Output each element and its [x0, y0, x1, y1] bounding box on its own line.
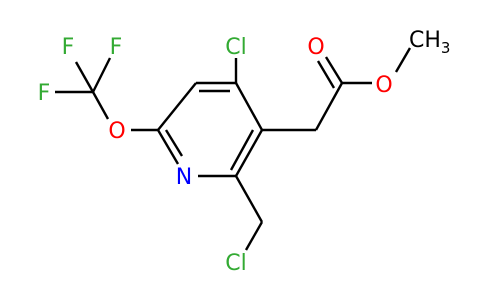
o-ester-label: O [375, 73, 392, 98]
o-carbonyl-label: O [307, 35, 324, 60]
bond-ch2-carbonyl [314, 82, 344, 131]
bond-c4-c3 [234, 82, 264, 131]
bond-c3-c2-inner [229, 129, 255, 171]
pyridine-ring [156, 81, 264, 178]
bond-cf3-f-topright [91, 57, 112, 93]
bond-c3-c2 [234, 129, 264, 177]
methyl-label: CH3 [409, 28, 450, 57]
f-left-label: F [38, 81, 51, 106]
cl-ring-label: Cl [225, 35, 246, 60]
n-ring-label: N [176, 165, 192, 190]
f-top-right-label: F [110, 35, 123, 60]
bond-c6-c5 [157, 82, 197, 131]
bond-oester-ch3 [394, 47, 412, 73]
methyl-subscript: 3 [441, 39, 451, 57]
o-ether-label: O [108, 119, 125, 144]
bond-carbonyl-o-double [316, 60, 336, 89]
bond-o-cf3 [91, 91, 110, 120]
bond-ch2-cl [244, 221, 264, 251]
bond-carbonyl-o [324, 56, 344, 84]
bond-c2-ch2 [234, 175, 264, 223]
bond-cf3-f-topleft [74, 61, 95, 93]
f-top-left-label: F [62, 35, 75, 60]
methyl-c-label: CH [409, 28, 441, 53]
bond-n-c6 [156, 129, 180, 165]
bond-n-c6-inner [164, 129, 184, 157]
cl-methyl-label: Cl [225, 251, 246, 276]
